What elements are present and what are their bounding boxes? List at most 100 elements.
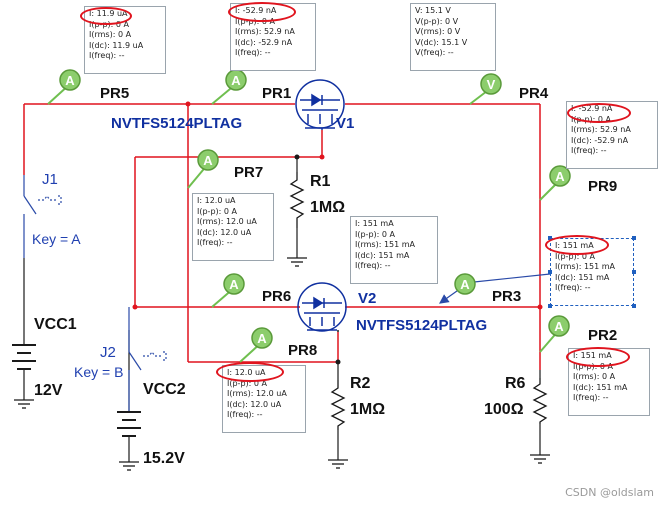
readout-line: I(freq): -- (89, 51, 125, 60)
selection-handle[interactable] (632, 304, 636, 308)
readout-line: I: 11.9 uA (89, 9, 128, 18)
resistor-r1[interactable] (289, 172, 305, 228)
probe-readout-pr2: I: 151 mA I(p-p): 0 A I(rms): 0 A I(dc):… (568, 348, 650, 416)
readout-line: I(p-p): 0 A (235, 16, 275, 26)
readout-line: I(rms): 0 A (573, 372, 616, 381)
watermark: CSDN @oldslam (565, 486, 654, 499)
readout-line: I: 151 mA (573, 351, 612, 360)
probe-pr9[interactable]: A (539, 165, 571, 201)
readout-line: I(dc): 11.9 uA (89, 40, 144, 50)
ground-symbols (14, 257, 550, 471)
ammeter-label: A (65, 73, 75, 88)
selection-handle[interactable] (548, 270, 552, 274)
readout-line: V(freq): -- (415, 48, 454, 57)
readout-line: I(rms): 0 A (89, 30, 132, 39)
readout-line: I(rms): 52.9 nA (235, 27, 295, 36)
ammeter-label: A (257, 331, 267, 346)
battery-vcc1[interactable] (12, 344, 36, 377)
ammeter-label: A (229, 277, 239, 292)
readout-line: I(dc): 151 mA (355, 250, 410, 260)
probe-readout-pr8: I: 12.0 uA I(p-p): 0 A I(rms): 12.0 uA I… (222, 365, 306, 433)
mosfet-v1[interactable] (295, 79, 345, 130)
probe-readout-pr7: I: 12.0 uA I(p-p): 0 A I(rms): 12.0 uA I… (192, 193, 274, 261)
probe-pr3[interactable]: A (454, 273, 476, 295)
probe-pr2[interactable]: A (539, 315, 570, 353)
q1-part-label: NVTFS5124PLTAG (111, 115, 243, 132)
probe-pr5[interactable]: A (47, 69, 81, 105)
mosfet-v2[interactable] (297, 282, 347, 332)
readout-line: I(p-p): 0 A (555, 251, 595, 261)
probe-label-pr5: PR5 (100, 85, 130, 102)
readout-line: I(freq): -- (573, 393, 609, 402)
readout-line: I(dc): 151 mA (573, 382, 628, 392)
probe-pr7[interactable]: A (187, 149, 219, 189)
j1-name-label: J1 (42, 171, 58, 188)
probe-readout-pr5: I: 11.9 uA I(p-p): 0 A I(rms): 0 A I(dc)… (84, 6, 166, 74)
r6-name-label: R6 (505, 375, 526, 392)
probe-readout-pr3[interactable]: I: 151 mA I(p-p): 0 A I(rms): 151 mA I(d… (550, 238, 634, 306)
probe-pr1[interactable]: A (211, 69, 247, 105)
r6-value-label: 100Ω (484, 401, 524, 418)
readout-line: I(freq): -- (227, 410, 263, 419)
selection-handle[interactable] (548, 236, 552, 240)
probe-label-pr3: PR3 (492, 288, 522, 305)
readout-line: I(p-p): 0 A (573, 361, 613, 371)
readout-line: V(rms): 0 V (415, 27, 461, 36)
resistor-r2[interactable] (330, 380, 346, 430)
j2-key-label: Key = B (74, 364, 124, 380)
readout-line: I(dc): 151 mA (555, 272, 610, 282)
q2-part-label: NVTFS5124PLTAG (356, 317, 488, 334)
readout-line: I(rms): 151 mA (355, 240, 416, 249)
switch-wires (23, 175, 551, 412)
q2-name-label: V2 (358, 290, 377, 307)
selection-handle[interactable] (548, 304, 552, 308)
vcc2-name-label: VCC2 (143, 381, 186, 398)
readout-line: I: 12.0 uA (227, 368, 266, 377)
probe-readout-pr4: V: 15.1 V V(p-p): 0 V V(rms): 0 V V(dc):… (410, 3, 496, 71)
r2-value-label: 1MΩ (350, 401, 386, 418)
probe-label-pr7: PR7 (234, 164, 264, 181)
readout-line: I(dc): 12.0 uA (227, 399, 282, 409)
resistor-r6[interactable] (532, 378, 548, 424)
readout-line: I(p-p): 0 A (571, 114, 611, 124)
probe-label-pr8: PR8 (288, 342, 318, 359)
readout-line: I(p-p): 0 A (355, 229, 395, 239)
vcc1-name-label: VCC1 (34, 316, 77, 333)
readout-line: I(freq): -- (571, 146, 607, 155)
selection-handle[interactable] (632, 270, 636, 274)
junction-dots (132, 101, 543, 365)
readout-line: I(rms): 12.0 uA (197, 217, 257, 226)
r1-name-label: R1 (310, 173, 331, 190)
readout-line: V(p-p): 0 V (415, 16, 459, 26)
probe-label-pr6: PR6 (262, 288, 292, 305)
selection-handle[interactable] (632, 236, 636, 240)
readout-line: I(freq): -- (197, 238, 233, 247)
r2-name-label: R2 (350, 375, 371, 392)
readout-line: I: -52.9 nA (235, 6, 277, 15)
readout-line: I(p-p): 0 A (197, 206, 237, 216)
readout-line: I(freq): -- (355, 261, 391, 270)
readout-line: I(rms): 12.0 uA (227, 389, 287, 398)
vcc2-value-label: 15.2V (143, 450, 185, 467)
probe-readout-pr1: I: -52.9 nA I(p-p): 0 A I(rms): 52.9 nA … (230, 3, 316, 71)
probe-label-pr4: PR4 (519, 85, 549, 102)
j2-name-label: J2 (100, 344, 116, 361)
r1-value-label: 1MΩ (310, 199, 346, 216)
readout-line: I(freq): -- (235, 48, 271, 57)
voltmeter-label: V (487, 77, 496, 92)
ammeter-label: A (460, 277, 470, 292)
ammeter-label: A (231, 73, 241, 88)
ammeter-label: A (554, 319, 564, 334)
probe-pr6[interactable]: A (211, 273, 245, 308)
readout-line: I(p-p): 0 A (89, 19, 129, 29)
ammeter-label: A (555, 169, 565, 184)
battery-vcc2[interactable] (117, 411, 141, 440)
probe-pr8[interactable]: A (239, 327, 273, 363)
readout-line: I: 12.0 uA (197, 196, 236, 205)
probe-readout-pr9: I: -52.9 nA I(p-p): 0 A I(rms): 52.9 nA … (566, 101, 658, 169)
probe-readout-v2: I: 151 mA I(p-p): 0 A I(rms): 151 mA I(d… (350, 216, 438, 284)
probe-pr4[interactable]: V (469, 73, 502, 105)
readout-line: I(dc): -52.9 nA (571, 135, 629, 145)
readout-line: I(dc): 12.0 uA (197, 227, 252, 237)
